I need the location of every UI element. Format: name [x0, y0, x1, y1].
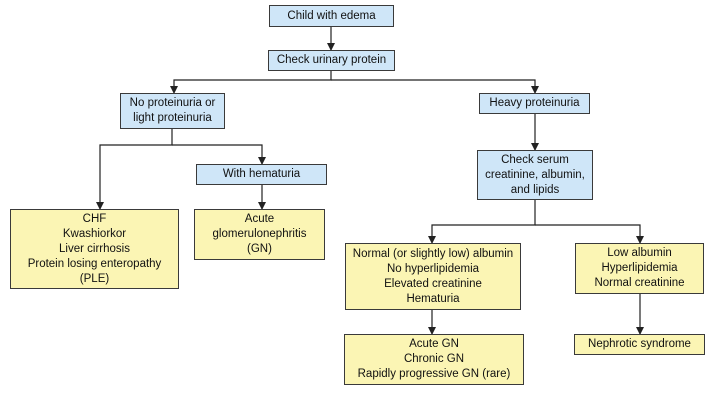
- node-text-line: Check urinary protein: [276, 54, 387, 66]
- node-text-line: No proteinuria or: [129, 97, 216, 109]
- connector-lines: [96, 27, 644, 335]
- node-text-line: Hematuria: [406, 292, 460, 305]
- node-text-line: Normal creatinine: [594, 277, 685, 289]
- node-text-line: Acute: [244, 213, 275, 225]
- node-text-line: light proteinuria: [133, 112, 212, 124]
- node-text-line: Kwashiorkor: [62, 227, 127, 240]
- node-text-line: (PLE): [79, 272, 110, 285]
- node-acute-glomerulonephritis: Acute glomerulonephritis (GN): [194, 209, 325, 260]
- node-text-line: Rapidly progressive GN (rare): [357, 368, 511, 380]
- arrow-urinary-to-no_prot: [170, 71, 332, 94]
- node-text-line: Nephrotic syndrome: [588, 338, 691, 350]
- node-text-line: Heavy proteinuria: [489, 97, 580, 109]
- node-check-urinary-protein: Check urinary protein: [268, 50, 395, 71]
- node-text-line: glomerulonephritis: [212, 228, 307, 240]
- node-check-serum: Check serum creatinine, albumin, and lipid…: [477, 150, 593, 200]
- node-text-line: CHF: [82, 212, 107, 225]
- node-text-line: Child with edema: [287, 9, 376, 22]
- node-text-line: Check serum: [501, 153, 569, 166]
- node-text-line: and lipids: [510, 183, 560, 196]
- node-gn-types: Acute GN Chronic GN Rapidly progressive GN…: [344, 334, 524, 385]
- node-text-line: (GN): [247, 243, 272, 255]
- arrow-no_prot-to-hematuria: [172, 144, 266, 165]
- arrow-urinary-to-heavy: [331, 79, 539, 94]
- node-heavy-proteinuria: Heavy proteinuria: [479, 93, 590, 114]
- node-normal-albumin: Normal (or slightly low) albumin No hyper…: [345, 243, 521, 310]
- node-text-line: Liver cirrhosis: [59, 242, 130, 255]
- node-text-line: creatinine, albumin,: [485, 168, 585, 181]
- node-text-line: Elevated creatinine: [384, 277, 482, 290]
- node-text-line: Low albumin: [607, 247, 672, 259]
- node-text-line: With hematuria: [222, 168, 301, 180]
- node-child-with-edema: Child with edema: [269, 5, 394, 27]
- arrow-serum-to-low_alb: [535, 224, 644, 244]
- node-nephrotic-syndrome: Nephrotic syndrome: [574, 334, 705, 355]
- node-with-hematuria: With hematuria: [196, 164, 327, 185]
- node-text-line: Acute GN: [409, 338, 459, 350]
- arrow-no_prot-to-chf: [96, 129, 173, 210]
- arrow-serum-to-normal_alb: [428, 200, 536, 244]
- node-text-line: No hyperlipidemia: [386, 262, 480, 275]
- node-text-line: Hyperlipidemia: [601, 262, 678, 274]
- node-text-line: Normal (or slightly low) albumin: [352, 247, 514, 260]
- node-text-line: Protein losing enteropathy: [27, 257, 162, 270]
- node-no-proteinuria: No proteinuria or light proteinuria: [120, 93, 225, 129]
- node-text-line: Chronic GN: [403, 353, 465, 365]
